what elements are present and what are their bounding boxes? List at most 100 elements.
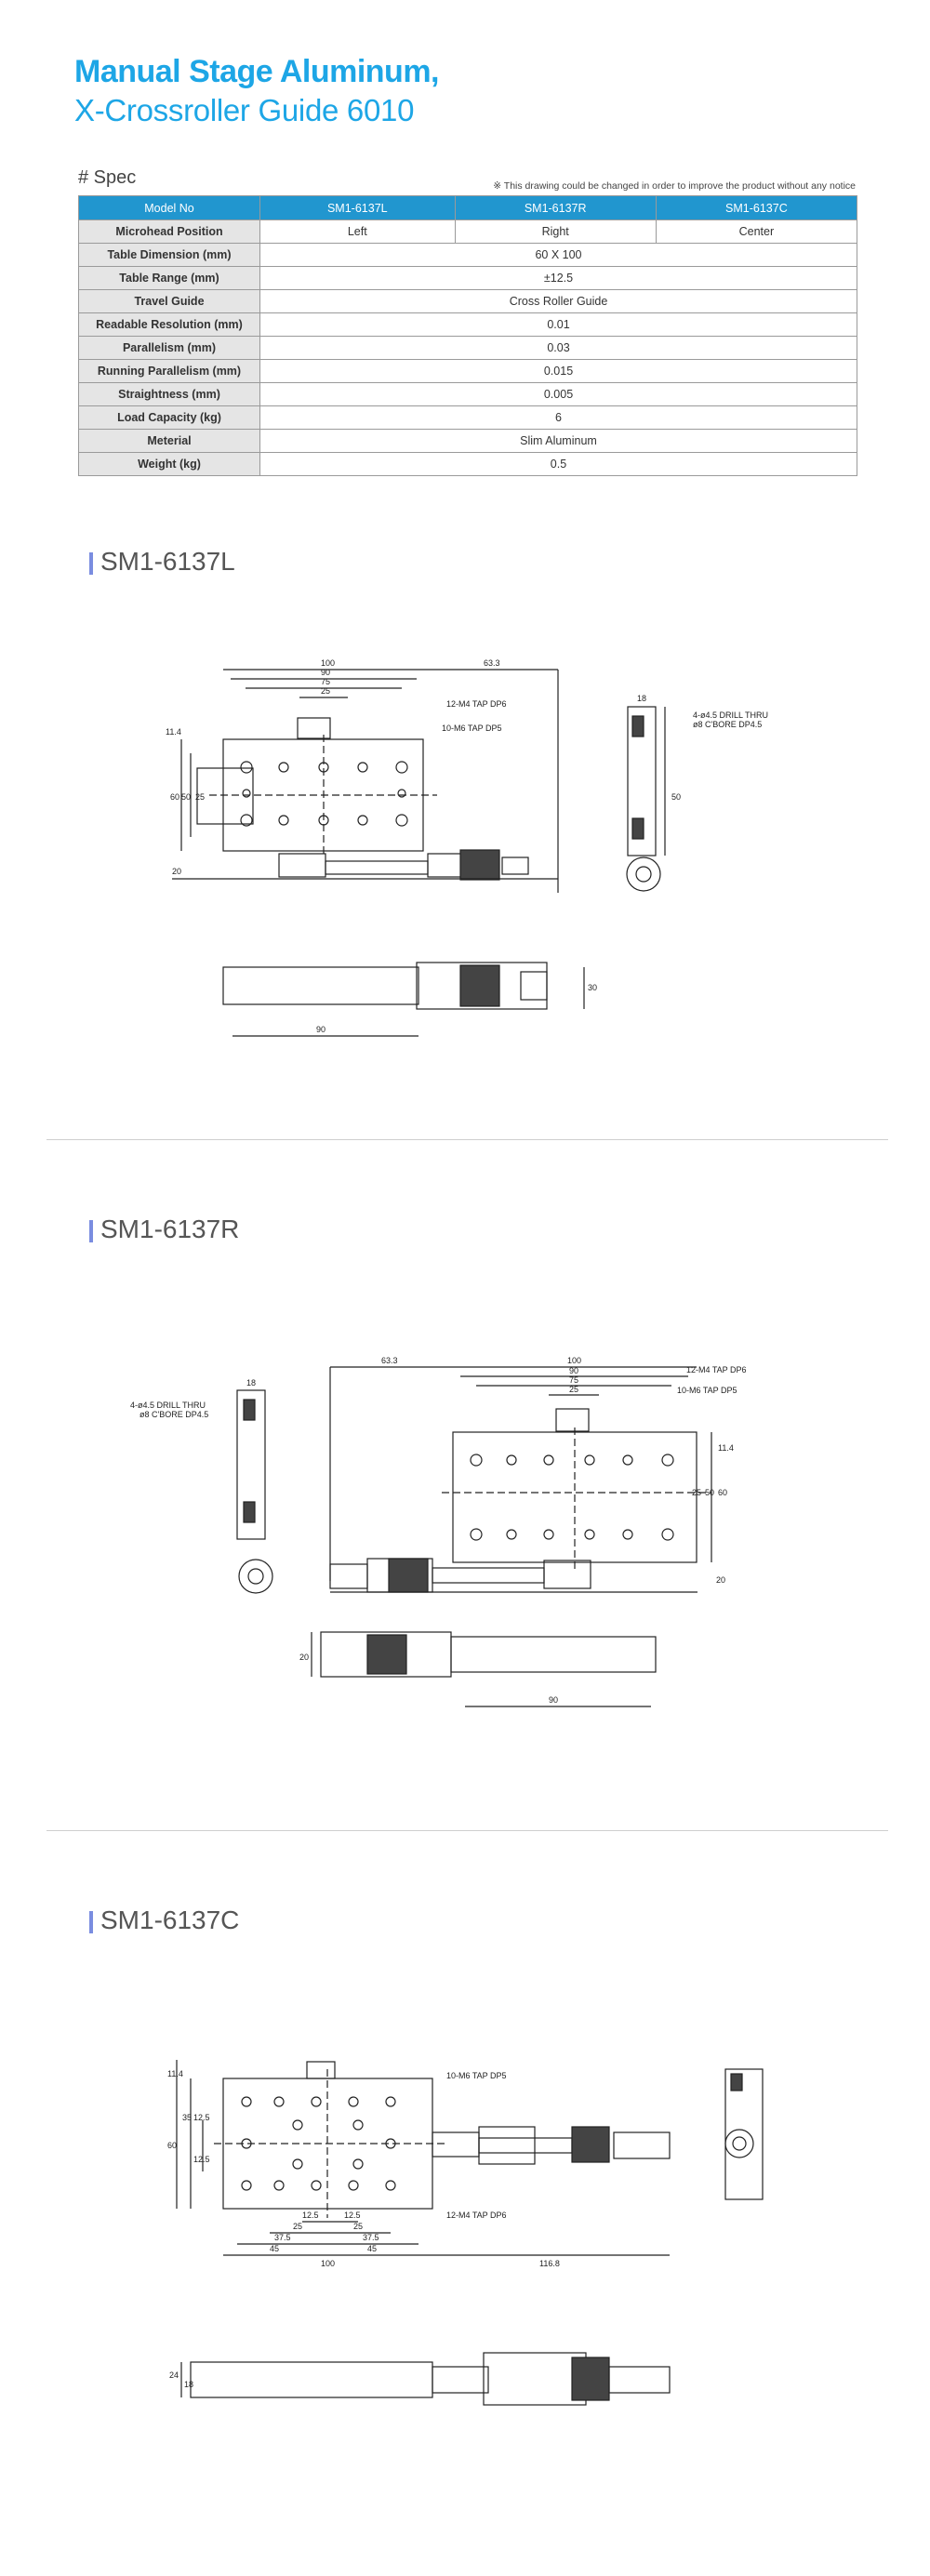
spec-cell: 60 X 100 (259, 243, 857, 267)
dim-18: 18 (246, 1378, 256, 1388)
dim-20-bottom: 20 (299, 1653, 309, 1662)
spec-header-row: Model No SM1-6137L SM1-6137R SM1-6137C (78, 195, 858, 220)
spec-row-label: Microhead Position (78, 219, 260, 244)
note-drill: 4-ø4.5 DRILL THRU (130, 1401, 206, 1410)
note-tap-m4: 12-M4 TAP DP6 (686, 1365, 747, 1374)
dim-100: 100 (567, 1356, 581, 1365)
spec-row: Running Parallelism (mm)0.015 (78, 359, 857, 383)
note-cbore: ø8 C'BORE DP4.5 (140, 1410, 208, 1419)
section-title-r: SM1-6137R (100, 1215, 240, 1243)
spec-row-label: Running Parallelism (mm) (78, 359, 260, 383)
note-tap-m4: 12-M4 TAP DP6 (446, 699, 507, 709)
dim-20: 20 (716, 1575, 725, 1585)
spec-cell: 0.5 (259, 452, 857, 476)
dim-100: 100 (321, 2259, 335, 2268)
page-title: Manual Stage Aluminum, (74, 54, 440, 89)
section-divider (46, 1139, 888, 1140)
dim-25b: 25 (353, 2222, 363, 2231)
spec-row-label: Travel Guide (78, 289, 260, 313)
dim-11-4: 11.4 (718, 1443, 734, 1453)
drawing-sm1-6137c: 11.4 35 12.5 60 12.5 12.5 12.5 25 25 37.… (167, 2060, 764, 2406)
drawing-sm1-6137r: 18 4-ø4.5 DRILL THRU ø8 C'BORE DP4.5 63.… (130, 1356, 747, 1707)
spec-row: Load Capacity (kg)6 (78, 405, 857, 430)
section-title-c: SM1-6137C (100, 1905, 240, 1934)
spec-cell: 0.015 (259, 359, 857, 383)
dim-20: 20 (172, 867, 181, 876)
spec-cell: 0.005 (259, 382, 857, 406)
spec-row-label: Weight (kg) (78, 452, 260, 476)
spec-cell: Slim Aluminum (259, 429, 857, 453)
spec-cell: 0.01 (259, 312, 857, 337)
page-subtitle: X-Crossroller Guide 6010 (74, 93, 415, 127)
spec-table: Model No SM1-6137L SM1-6137R SM1-6137C M… (78, 195, 858, 476)
dim-12-5d: 12.5 (344, 2211, 361, 2220)
spec-row: Table Dimension (mm)60 X 100 (78, 243, 857, 267)
dim-12-5b: 12.5 (193, 2155, 210, 2164)
dim-60: 60 (718, 1488, 727, 1497)
dim-25b: 25 (195, 792, 205, 802)
drawing-sm1-6137l: 100 90 75 25 63.3 11.4 60 50 25 20 18 50… (166, 658, 768, 1037)
spec-col-header: SM1-6137C (655, 195, 858, 220)
dim-90b: 90 (316, 1025, 326, 1034)
dim-37-5b: 37.5 (363, 2233, 379, 2242)
dim-25b: 25 (692, 1488, 701, 1497)
spec-col-header: SM1-6137R (454, 195, 657, 220)
dim-25: 25 (293, 2222, 302, 2231)
spec-note: ※ This drawing could be changed in order… (493, 180, 856, 192)
dim-30: 30 (588, 983, 597, 992)
dim-25: 25 (569, 1385, 578, 1394)
dim-25: 25 (321, 686, 330, 696)
spec-cell: Cross Roller Guide (259, 289, 857, 313)
dim-60: 60 (167, 2141, 177, 2150)
section-marker (89, 552, 93, 575)
dim-90: 90 (569, 1366, 578, 1375)
dim-63-3: 63.3 (381, 1356, 398, 1365)
dim-18: 18 (184, 2380, 193, 2389)
spec-cell: 0.03 (259, 336, 857, 360)
dim-12-5c: 12.5 (302, 2211, 319, 2220)
spec-col-header: SM1-6137L (259, 195, 456, 220)
spec-row-label: Parallelism (mm) (78, 336, 260, 360)
dim-11-4: 11.4 (166, 727, 181, 737)
spec-row-label: Table Dimension (mm) (78, 243, 260, 267)
dim-45b: 45 (367, 2244, 377, 2253)
spec-row-label: Straightness (mm) (78, 382, 260, 406)
dim-37-5: 37.5 (274, 2233, 291, 2242)
note-drill: 4-ø4.5 DRILL THRU (693, 710, 768, 720)
spec-row: Readable Resolution (mm)0.01 (78, 312, 857, 337)
note-tap-m6: 10-M6 TAP DP5 (442, 724, 502, 733)
dim-60: 60 (170, 792, 179, 802)
dim-90b: 90 (549, 1695, 558, 1705)
dim-50-side: 50 (671, 792, 681, 802)
spec-cell: Left (259, 219, 456, 244)
dim-24: 24 (169, 2370, 179, 2380)
section-title-l: SM1-6137L (100, 547, 235, 576)
spec-cell: 6 (259, 405, 857, 430)
dim-35: 35 (182, 2113, 192, 2122)
note-tap-m6: 10-M6 TAP DP5 (446, 2071, 507, 2080)
section-marker (89, 1220, 93, 1242)
spec-row-label: Load Capacity (kg) (78, 405, 260, 430)
dim-63-3: 63.3 (484, 658, 500, 668)
dim-50: 50 (705, 1488, 714, 1497)
spec-col-header: Model No (78, 195, 260, 220)
spec-heading: # Spec (78, 167, 137, 188)
note-cbore: ø8 C'BORE DP4.5 (693, 720, 762, 729)
section-marker (89, 1911, 93, 1933)
spec-row: Microhead Position Left Right Center (78, 219, 858, 244)
spec-row: Parallelism (mm)0.03 (78, 336, 857, 360)
dim-100: 100 (321, 658, 335, 668)
dim-90: 90 (321, 668, 330, 677)
spec-row-label: Readable Resolution (mm) (78, 312, 260, 337)
note-tap-m4: 12-M4 TAP DP6 (446, 2211, 507, 2220)
dim-12-5: 12.5 (193, 2113, 210, 2122)
dim-75: 75 (321, 677, 330, 686)
dim-45: 45 (270, 2244, 279, 2253)
spec-row: Table Range (mm)±12.5 (78, 266, 857, 290)
dim-18: 18 (637, 694, 646, 703)
dim-50: 50 (181, 792, 191, 802)
dim-75: 75 (569, 1375, 578, 1385)
dim-11-4: 11.4 (167, 2069, 183, 2078)
spec-row-label: Meterial (78, 429, 260, 453)
